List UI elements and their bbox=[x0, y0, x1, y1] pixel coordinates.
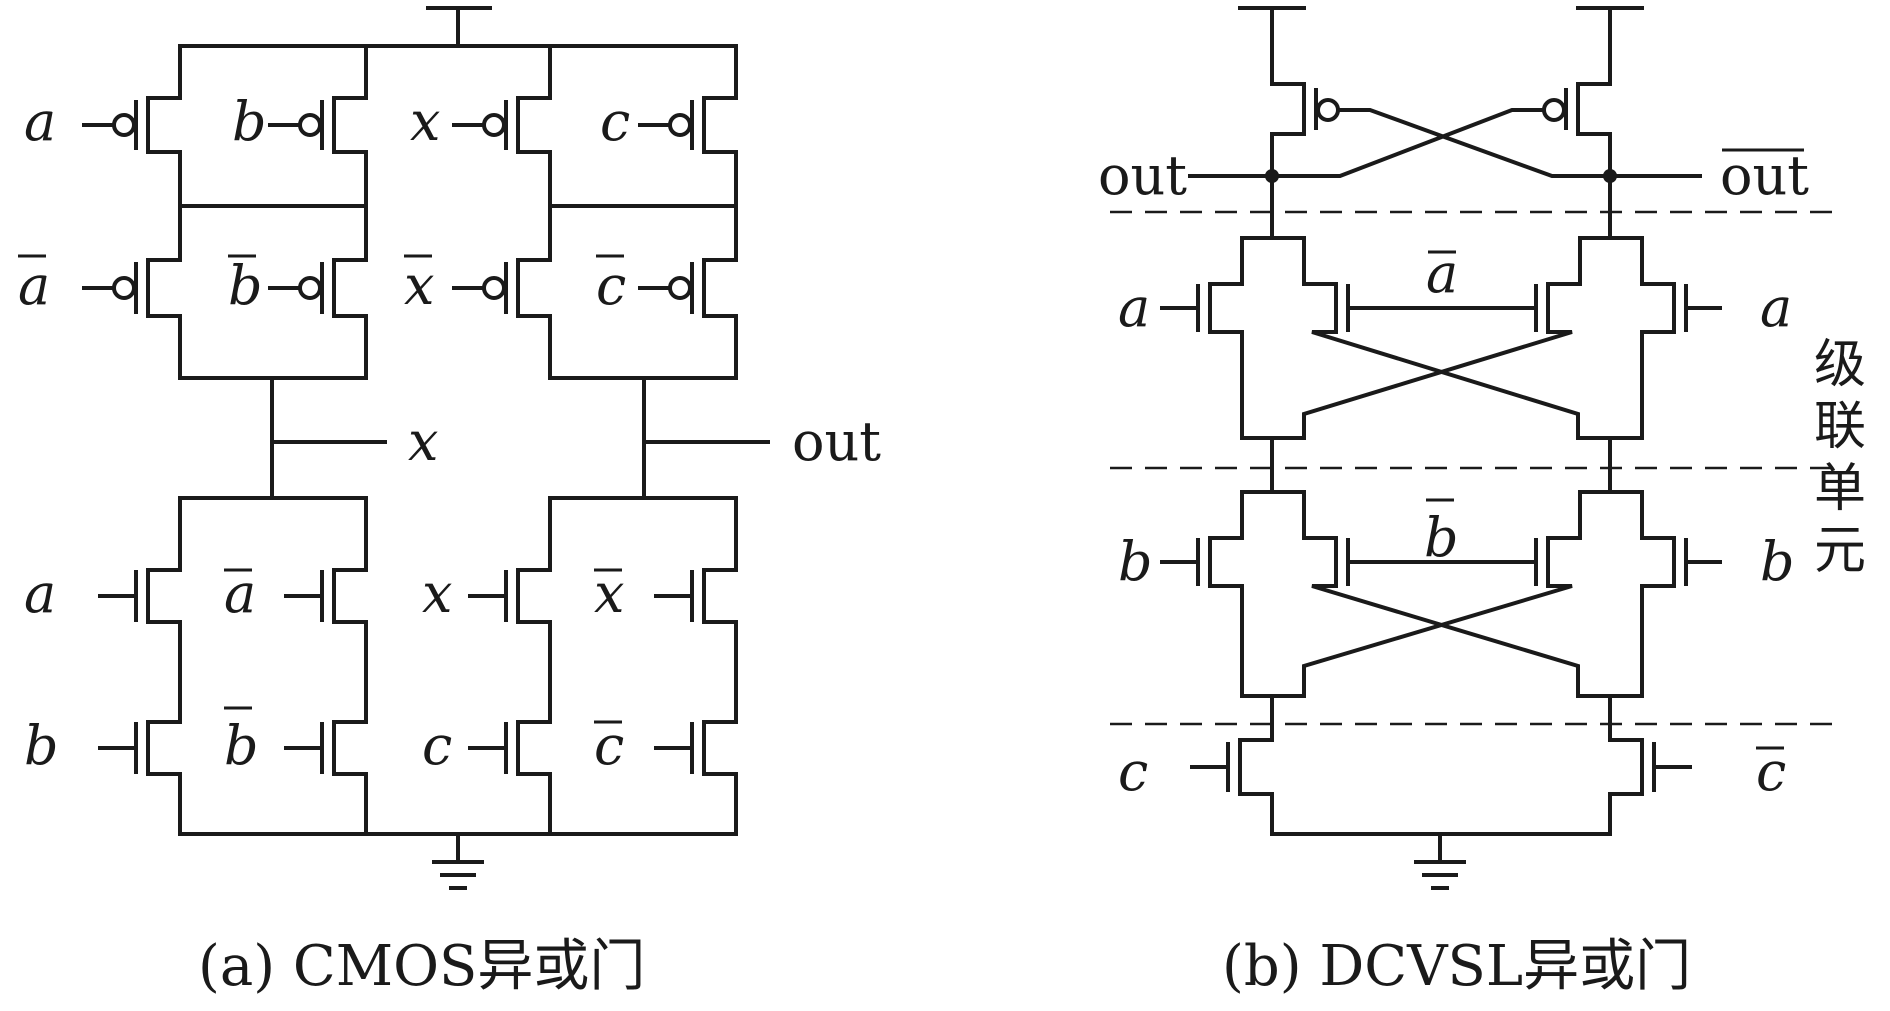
label-out-b: out bbox=[1098, 144, 1187, 207]
stage-label: 级 联 单 元 bbox=[1814, 335, 1883, 581]
label-b-right: b bbox=[1760, 530, 1795, 593]
label-x-node: x bbox=[408, 410, 438, 473]
ground-symbol-a bbox=[432, 832, 484, 890]
stage-label-char-2: 联 bbox=[1814, 397, 1866, 457]
label-c-bar-b: c bbox=[1756, 740, 1786, 803]
pmos-row-1 bbox=[82, 44, 738, 208]
pmos-row-2 bbox=[82, 204, 738, 380]
vdd-symbol-b-right bbox=[1576, 6, 1644, 86]
label-a-bar-pmos: a bbox=[18, 254, 50, 317]
label-a-pmos: a bbox=[24, 90, 56, 153]
caption-b: (b) DCVSL异或门 bbox=[1222, 934, 1691, 999]
label-a-bar-b: a bbox=[1426, 242, 1458, 305]
label-c-left: c bbox=[1118, 740, 1148, 803]
label-x-bar-nmos: x bbox=[594, 562, 624, 625]
label-c-nmos: c bbox=[422, 714, 452, 777]
label-a-left: a bbox=[1118, 276, 1150, 339]
dcvsl-xor-circuit: out out a a a bbox=[1098, 6, 1883, 999]
stage-label-char-4: 元 bbox=[1814, 521, 1866, 581]
stage-label-char-3: 单 bbox=[1814, 459, 1866, 519]
label-a-nmos: a bbox=[24, 562, 56, 625]
stage-label-char-1: 级 bbox=[1814, 335, 1866, 395]
label-b-left: b bbox=[1118, 530, 1153, 593]
label-b-bar-b: b bbox=[1424, 506, 1459, 569]
label-b-bar-pmos: b bbox=[228, 254, 263, 317]
label-c-bar-pmos: c bbox=[596, 254, 626, 317]
label-a-bar-nmos: a bbox=[224, 562, 256, 625]
label-x-bar-pmos: x bbox=[404, 254, 434, 317]
label-b-nmos: b bbox=[24, 714, 59, 777]
nmos-row-1 bbox=[98, 496, 738, 836]
nmos-row-2 bbox=[98, 698, 740, 836]
caption-a: (a) CMOS异或门 bbox=[198, 934, 645, 999]
label-a-right: a bbox=[1760, 276, 1792, 339]
label-c-bar-nmos: c bbox=[594, 714, 624, 777]
label-b-pmos: b bbox=[232, 90, 267, 153]
cross-coupled-pmos bbox=[1188, 82, 1702, 180]
label-out-bar-b: out bbox=[1720, 144, 1809, 207]
cascade-stage-b bbox=[1160, 436, 1722, 698]
label-out-a: out bbox=[792, 410, 881, 473]
vdd-symbol-a bbox=[426, 6, 492, 48]
label-x-nmos: x bbox=[422, 562, 452, 625]
label-c-pmos: c bbox=[600, 90, 630, 153]
cascade-stage-a bbox=[1160, 174, 1722, 440]
input-stage-c bbox=[1190, 694, 1692, 836]
vdd-symbol-b-left bbox=[1238, 6, 1306, 86]
ground-symbol-b bbox=[1414, 832, 1466, 890]
label-x-pmos: x bbox=[410, 90, 440, 153]
label-b-bar-nmos: b bbox=[224, 714, 259, 777]
cmos-xor-circuit: a b x c a b x c x out a a x x b b c c (a… bbox=[18, 6, 881, 999]
